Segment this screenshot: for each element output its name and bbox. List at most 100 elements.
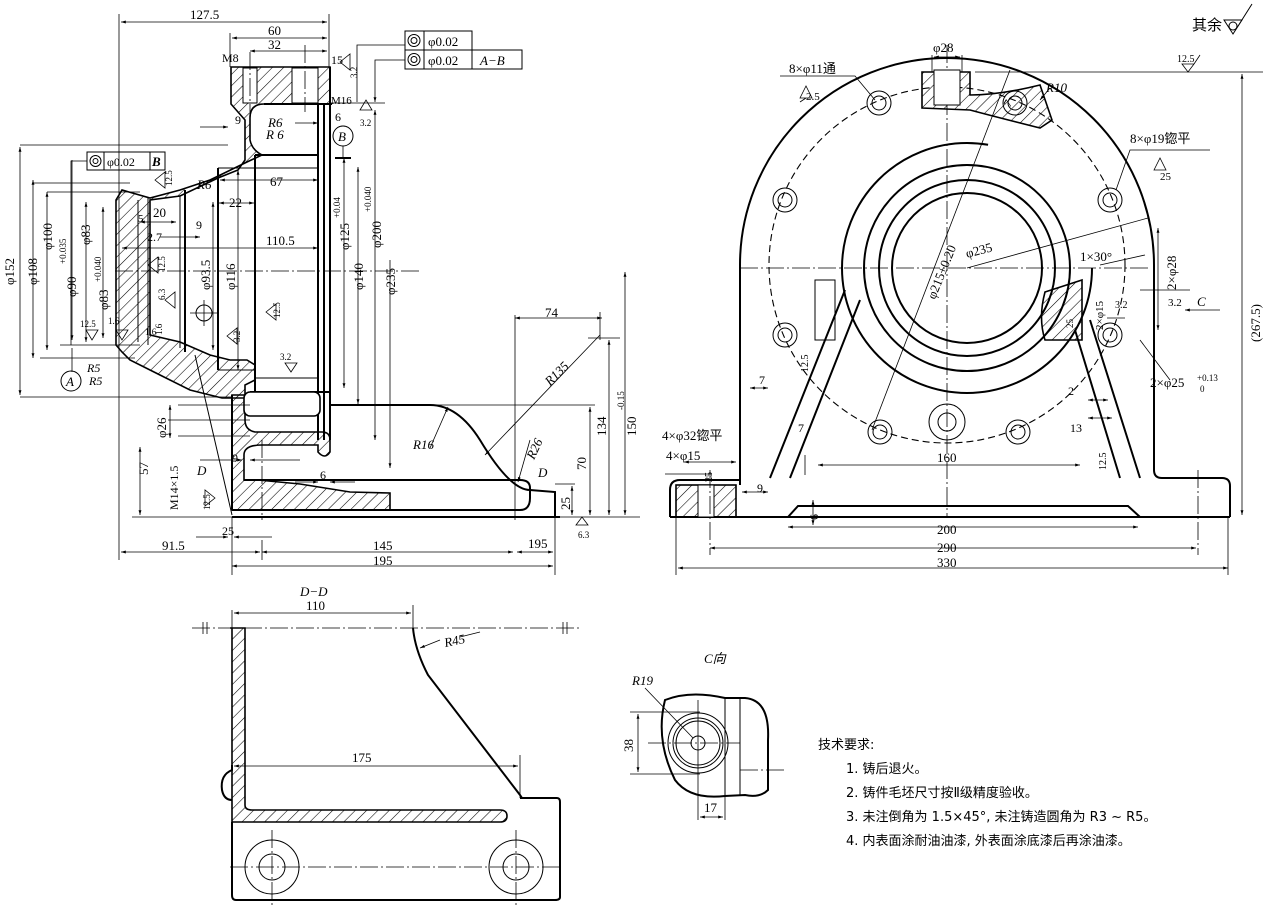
- roughness-top: 12.5: [1177, 54, 1195, 65]
- dim-13: 13: [1070, 421, 1082, 435]
- dim-phi140: φ140: [351, 263, 366, 290]
- dim-38: 38: [621, 739, 636, 752]
- dim-145: 145: [373, 538, 393, 553]
- dim-25-v: 25: [558, 497, 573, 510]
- tech-req-item: 4. 内表面涂耐油油漆, 外表面涂底漆后再涂油漆。: [846, 834, 1131, 849]
- dim-phi83: φ83: [78, 224, 93, 245]
- dim-74: 74: [545, 305, 559, 320]
- label-m14: M14×1.5: [167, 466, 181, 510]
- dim-7-rib: 7: [798, 421, 804, 435]
- svg-text:25: 25: [704, 472, 715, 482]
- svg-text:0: 0: [1200, 384, 1205, 394]
- svg-text:3.2: 3.2: [232, 331, 242, 342]
- label-phi235: φ235: [964, 239, 994, 260]
- section-dd-title: D−D: [299, 584, 328, 599]
- dim-2-7: 2.7: [147, 230, 162, 244]
- svg-text:A−B: A−B: [479, 53, 505, 68]
- label-r6-3: R6: [196, 177, 212, 192]
- svg-text:6.3: 6.3: [578, 530, 590, 540]
- dim-6-side: 6: [807, 514, 821, 520]
- label-phi28-top: φ28: [933, 40, 954, 55]
- dd-hatched-section: [230, 627, 508, 823]
- dim-6: 6: [335, 110, 341, 124]
- dim-110: 110: [306, 598, 325, 613]
- svg-text:12.5: 12.5: [800, 355, 811, 373]
- svg-text:+0.040: +0.040: [93, 256, 103, 282]
- svg-text:φ0.02: φ0.02: [428, 34, 458, 49]
- label-8-phi11-through: 8×φ11通: [789, 61, 836, 76]
- svg-text:1.6: 1.6: [108, 316, 120, 326]
- bolt-holes: [772, 90, 1123, 445]
- label-phi215: φ215±0.20: [924, 243, 959, 301]
- dim-150: 150: [624, 417, 639, 437]
- svg-text:12.5: 12.5: [157, 256, 167, 272]
- svg-text:3.2: 3.2: [1168, 297, 1182, 309]
- svg-text:3.2: 3.2: [1115, 300, 1128, 311]
- dim-22: 22: [229, 195, 242, 210]
- svg-text:2.5: 2.5: [806, 91, 820, 103]
- dim-160: 160: [937, 450, 957, 465]
- dim-91-5: 91.5: [162, 538, 185, 553]
- dd-rib-profile: [412, 627, 523, 799]
- view-c-title: C向: [704, 651, 727, 666]
- dim-phi83-tol: φ83: [96, 289, 111, 310]
- label-r135: R135: [541, 358, 572, 389]
- dim-5: 5: [138, 213, 144, 225]
- datum-a: A: [65, 374, 74, 389]
- svg-text:+0.035: +0.035: [58, 238, 68, 264]
- svg-text:25: 25: [1065, 319, 1075, 329]
- dim-127-5: 127.5: [190, 7, 219, 22]
- svg-text:12.5: 12.5: [272, 302, 282, 318]
- roughness-symbol-icon: [1223, 3, 1253, 35]
- dim-17: 17: [704, 800, 718, 815]
- svg-text:6.3: 6.3: [157, 288, 167, 300]
- side-view: φ28 8×φ11通 2.5 R10 8×φ19锪平 25 φ215±0.20 …: [662, 40, 1263, 575]
- label-r26: R26: [523, 436, 546, 463]
- label-2-phi28: 2×φ28: [1164, 256, 1179, 290]
- tech-req-item: 2. 铸件毛坯尺寸按Ⅱ级精度验收。: [846, 786, 1038, 801]
- label-chamfer: 1×30°: [1080, 249, 1112, 264]
- label-2-phi15: 2×φ15: [1094, 300, 1106, 330]
- label-8-phi19-spotface: 8×φ19锪平: [1130, 131, 1190, 146]
- label-r5-2: R5: [88, 374, 102, 388]
- svg-text:1.6: 1.6: [154, 323, 164, 335]
- section-marker-d-left: D: [196, 463, 207, 478]
- dim-phi100: φ100: [40, 223, 55, 250]
- dim-25-h: 195: [528, 536, 548, 551]
- dim-phi152: φ152: [2, 258, 17, 285]
- dim-67: 67: [270, 174, 284, 189]
- svg-text:12.5: 12.5: [164, 170, 174, 186]
- label-r6-1: R6: [267, 115, 283, 130]
- label-r16: R16: [412, 437, 434, 452]
- dim-phi200: φ200: [369, 221, 384, 248]
- dim-110-5: 110.5: [266, 233, 295, 248]
- datum-b: B: [338, 129, 346, 144]
- dim-7-left: 7: [759, 373, 765, 387]
- dim-9-bore: 9: [196, 218, 202, 232]
- dim-phi125: φ125: [337, 223, 352, 250]
- roughness-marks: 12.5 3.2 3.2 12.5 6.3 12.5 1.6 1.6 1.6 1…: [80, 53, 590, 540]
- tech-req-item: 1. 铸后退火。: [846, 762, 928, 777]
- dim-9-wall: 9: [232, 451, 238, 465]
- svg-text:+0.04: +0.04: [332, 197, 342, 218]
- section-dd-view: D−D 110 R45 175: [192, 584, 580, 905]
- label-4-phi32-spotface: 4×φ32锪平: [662, 428, 722, 443]
- svg-text:1.6: 1.6: [145, 327, 157, 337]
- svg-text:φ0.02: φ0.02: [428, 53, 458, 68]
- housing-outline: [739, 57, 1231, 517]
- dim-15: 15: [331, 53, 343, 67]
- svg-text:φ0.02: φ0.02: [107, 155, 135, 169]
- svg-text:+0.13: +0.13: [1197, 373, 1218, 383]
- dim-195-label: 195: [373, 553, 393, 568]
- dim-6-base: 25: [222, 524, 234, 538]
- main-section-view: A B φ0.02 φ0.02 A−B φ0.02 B: [2, 7, 640, 575]
- dim-phi108: φ108: [25, 258, 40, 285]
- view-c: C向 38 17 R19: [621, 651, 785, 820]
- dim-330: 330: [937, 555, 957, 570]
- dim-290: 290: [937, 540, 957, 555]
- dim-phi26: φ26: [154, 417, 169, 438]
- svg-text:B: B: [151, 154, 161, 169]
- svg-text:12.5: 12.5: [1098, 453, 1109, 471]
- svg-text:12.5: 12.5: [80, 319, 96, 329]
